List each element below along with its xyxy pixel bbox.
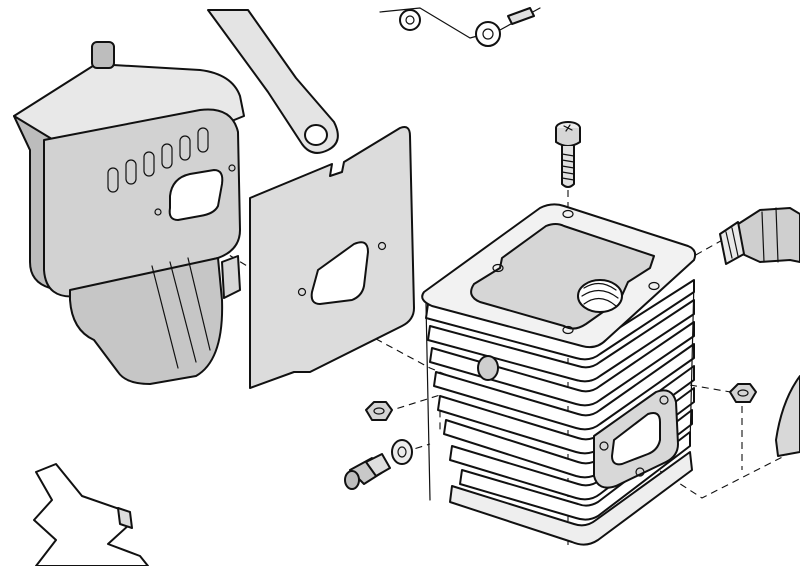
handle-bar-hole — [304, 124, 328, 146]
muffler — [13, 41, 245, 385]
linkage-eye-left — [399, 9, 421, 31]
valve-collar — [365, 453, 391, 477]
linkage-pin — [507, 7, 535, 25]
hex-nut-left — [365, 401, 393, 421]
screw-thread — [561, 153, 575, 181]
gasket-plate — [249, 126, 415, 389]
linkage-eye-right — [475, 21, 501, 47]
linkage — [379, 7, 541, 47]
spark-plug-body — [731, 207, 800, 263]
screw-socket — [563, 124, 573, 132]
crankcase-edge — [117, 507, 133, 529]
muffler-rib-1 — [151, 265, 179, 369]
flange-hole-1 — [599, 441, 609, 451]
cylinder-base — [449, 451, 693, 546]
flange-hole-3 — [635, 467, 645, 477]
gasket-hole-left — [297, 287, 307, 297]
cylinder-hole-1 — [492, 263, 504, 273]
muffler-gasket — [249, 126, 415, 389]
muffler-rib-2 — [169, 261, 197, 363]
muffler-lower — [69, 257, 224, 385]
cylinder-side-edges — [425, 279, 695, 501]
cylinder-screw — [555, 121, 581, 188]
washer-ring — [391, 439, 413, 465]
muffler-front — [43, 108, 241, 298]
cylinder-hole-4 — [648, 281, 660, 291]
muffler-fins — [107, 127, 209, 193]
nut-right-line — [689, 384, 743, 395]
washer — [391, 439, 413, 465]
hex-nut-right-body — [729, 383, 757, 403]
spark-plug — [719, 207, 800, 265]
nut-left-line — [385, 394, 441, 430]
muffler-rib-3 — [187, 257, 211, 351]
intake-flange — [593, 389, 679, 489]
hex-nut-left-body — [365, 401, 393, 421]
hex-nut-right-hole — [737, 389, 749, 397]
linkage-eye-right-hole — [482, 28, 494, 40]
flange-port — [611, 412, 661, 466]
handle-bar-body — [207, 9, 339, 154]
gasket-hole-right — [377, 241, 387, 251]
decompression-valve — [344, 453, 391, 490]
cylinder-exhaust-port — [477, 355, 499, 381]
crankcase-fragment — [33, 463, 149, 566]
hex-nut-left-hole — [373, 407, 385, 415]
muffler-outlet — [91, 41, 115, 69]
cylinder-hole-3 — [562, 325, 574, 335]
washer-hole — [397, 446, 407, 458]
muffler-hole-right — [228, 164, 236, 172]
flange-hole-2 — [659, 395, 669, 405]
right-edge-fragment — [775, 375, 800, 457]
muffler-bracket — [221, 255, 241, 299]
spark-plug-hex-lines — [761, 207, 779, 263]
muffler-port — [168, 169, 224, 221]
flange-lower-line — [639, 447, 800, 499]
crankcase-body — [33, 463, 149, 566]
spark-plug-boss — [577, 279, 623, 313]
gasket-port — [310, 241, 369, 305]
hex-nut-right — [729, 383, 757, 403]
cylinder — [421, 203, 697, 546]
screw-head — [555, 127, 581, 147]
muffler-hole-left — [154, 208, 162, 216]
spark-plug-thread-lines — [725, 227, 739, 259]
spark-plug-boss-thread — [581, 282, 619, 307]
linkage-eye-left-hole — [405, 15, 415, 25]
cylinder-hole-2 — [562, 209, 574, 219]
valve-stem — [344, 470, 360, 490]
handle-bar — [207, 9, 339, 154]
